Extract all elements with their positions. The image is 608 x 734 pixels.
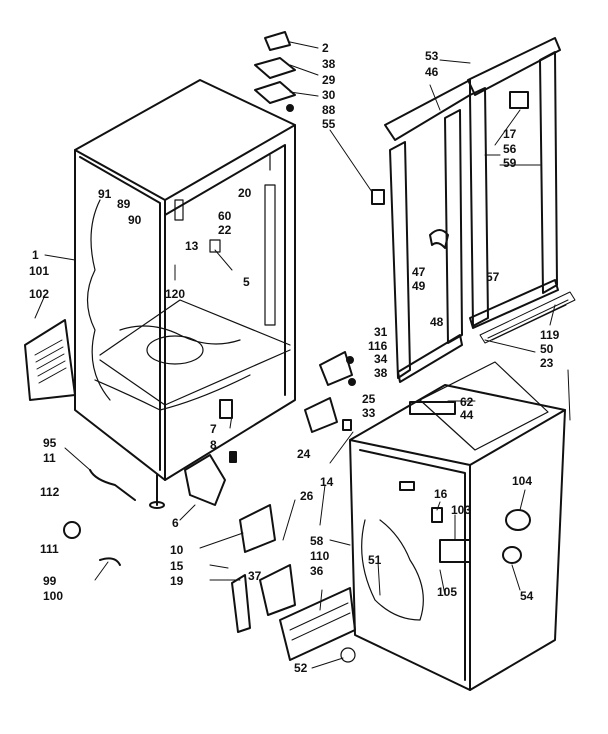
callout-label: 103 <box>451 503 472 517</box>
callout-label: 100 <box>43 589 64 603</box>
callout-label: 38 <box>374 366 388 380</box>
callout-label: 26 <box>300 489 314 503</box>
center-lower-parts <box>63 504 356 663</box>
freezer-cabinet <box>349 361 566 691</box>
callout-label: 120 <box>165 287 186 301</box>
lower-parts <box>89 399 237 509</box>
callout-label: 88 <box>322 103 336 117</box>
callout-label: 15 <box>170 559 184 573</box>
callout-label: 22 <box>218 223 232 237</box>
callout-label: 1 <box>32 248 39 262</box>
callout-label: 14 <box>320 475 334 489</box>
door-frame-left <box>384 79 471 383</box>
callout-label: 110 <box>310 549 330 563</box>
callout-label: 30 <box>322 88 336 102</box>
callout-label: 99 <box>43 574 57 588</box>
callout-label: 105 <box>437 585 458 599</box>
callout-label: 6 <box>172 516 179 530</box>
callout-label: 33 <box>362 406 376 420</box>
callout-label: 20 <box>238 186 252 200</box>
callout-label: 116 <box>368 339 388 353</box>
callout-label: 112 <box>40 485 60 499</box>
callout-label: 55 <box>322 117 336 131</box>
callout-label: 10 <box>170 543 184 557</box>
callout-label: 8 <box>210 438 217 452</box>
callout-label: 62 <box>460 395 474 409</box>
callout-label: 29 <box>322 73 336 87</box>
callout-label: 49 <box>412 279 426 293</box>
callout-label: 101 <box>29 264 50 278</box>
hinge-parts <box>254 31 385 205</box>
callout-label: 23 <box>540 356 554 370</box>
callout-label: 56 <box>503 142 517 156</box>
bracket-parts <box>304 351 356 433</box>
callout-label: 90 <box>128 213 142 227</box>
callout-label: 2 <box>322 41 329 55</box>
callout-label: 91 <box>98 187 112 201</box>
callout-label: 46 <box>425 65 439 79</box>
callout-label: 7 <box>210 422 217 436</box>
callout-label: 58 <box>310 534 324 548</box>
callout-label: 50 <box>540 342 554 356</box>
callout-label: 31 <box>374 325 388 339</box>
callout-label: 5 <box>243 275 250 289</box>
callout-label: 104 <box>512 474 533 488</box>
callout-label: 38 <box>322 57 336 71</box>
callout-label: 89 <box>117 197 131 211</box>
callout-label: 37 <box>248 569 262 583</box>
leader-lines <box>34 41 571 669</box>
vent-panel <box>24 319 76 401</box>
callout-label: 16 <box>434 487 448 501</box>
callout-label: 52 <box>294 661 308 675</box>
callout-label: 24 <box>297 447 311 461</box>
callout-label: 95 <box>43 436 57 450</box>
callout-label: 19 <box>170 574 184 588</box>
callout-label: 17 <box>503 127 517 141</box>
callout-label: 60 <box>218 209 232 223</box>
door-frame-right <box>467 37 576 344</box>
callout-label: 53 <box>425 49 439 63</box>
callout-label: 13 <box>185 239 199 253</box>
callout-label: 51 <box>368 553 382 567</box>
callout-label: 11 <box>43 451 56 465</box>
callout-label: 44 <box>460 408 474 422</box>
callout-label: 54 <box>520 589 534 603</box>
cabinet-liner <box>74 79 296 481</box>
callout-label: 34 <box>374 352 388 366</box>
callout-label: 48 <box>430 315 444 329</box>
callout-label: 102 <box>29 287 50 301</box>
callout-label: 57 <box>486 270 500 284</box>
callout-label: 36 <box>310 564 324 578</box>
callout-label: 59 <box>503 156 517 170</box>
callout-label: 47 <box>412 265 426 279</box>
callout-label: 119 <box>540 328 560 342</box>
callout-label: 25 <box>362 392 376 406</box>
callout-label: 111 <box>40 542 59 556</box>
